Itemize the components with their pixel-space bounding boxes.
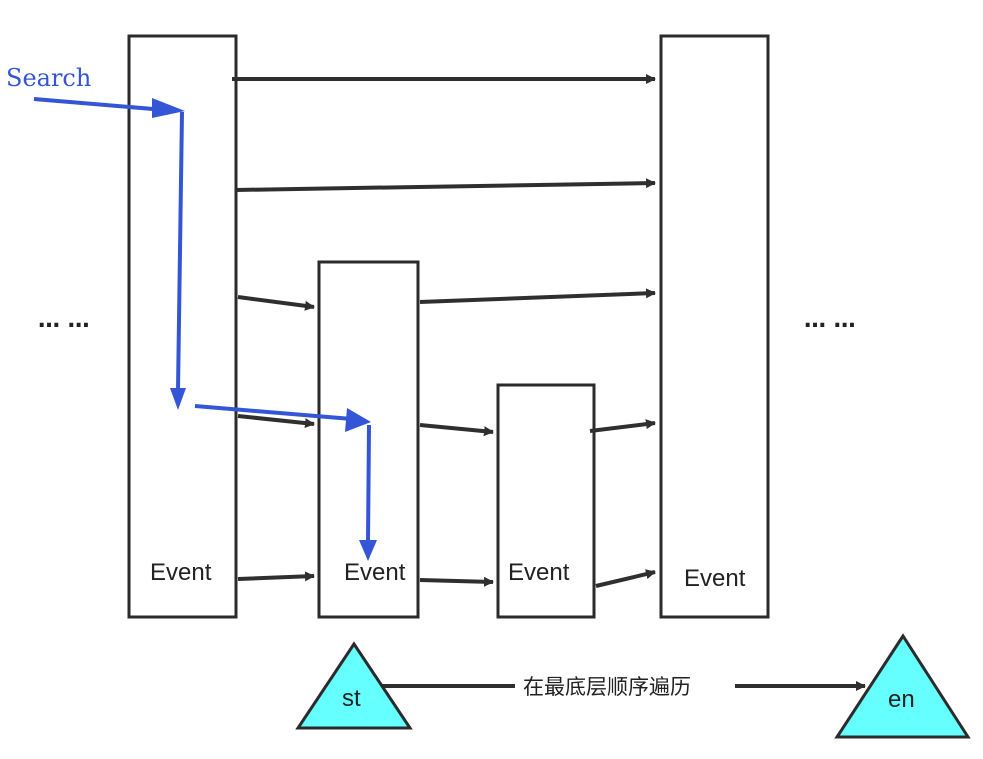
pointer-level-0-a bbox=[237, 571, 315, 582]
ellipsis-left: … … bbox=[38, 308, 90, 333]
event-label: Event bbox=[150, 559, 212, 586]
pointer-level-0-c bbox=[595, 569, 656, 588]
search-entry-arrow bbox=[33, 97, 166, 112]
bottom-traversal: 在最底层顺序遍历 st en bbox=[295, 633, 971, 739]
pointer-level-0-b bbox=[419, 576, 494, 587]
event-label: Event bbox=[684, 565, 746, 592]
column-level-1 bbox=[496, 383, 596, 619]
search-label: Search bbox=[6, 64, 91, 92]
pointer-level-2-b bbox=[419, 288, 656, 304]
search-right-arrow bbox=[194, 404, 353, 421]
pointer-level-2-a bbox=[237, 295, 315, 311]
event-label: Event bbox=[508, 559, 570, 586]
start-node-label: st bbox=[342, 685, 361, 712]
ellipsis-right: … … bbox=[804, 308, 856, 333]
forward-pointers bbox=[232, 74, 656, 588]
search-arrowhead bbox=[152, 98, 185, 118]
search-arrowhead bbox=[359, 540, 377, 561]
search-down-arrow-2 bbox=[366, 424, 371, 543]
start-node bbox=[295, 641, 413, 730]
pointer-level-1-a bbox=[237, 414, 315, 429]
search-path bbox=[33, 97, 377, 561]
end-node bbox=[834, 633, 971, 739]
pointer-level-1-c bbox=[589, 419, 656, 433]
end-node-label: en bbox=[888, 686, 915, 713]
search-down-arrow-1 bbox=[176, 111, 184, 391]
traversal-caption: 在最底层顺序遍历 bbox=[523, 675, 691, 699]
event-label: Event bbox=[344, 559, 406, 586]
column-tall-right bbox=[659, 34, 770, 619]
search-arrowhead bbox=[345, 408, 371, 432]
search-arrowhead bbox=[170, 388, 186, 410]
pointer-level-3 bbox=[235, 178, 656, 192]
pointer-level-1-b bbox=[419, 423, 494, 437]
